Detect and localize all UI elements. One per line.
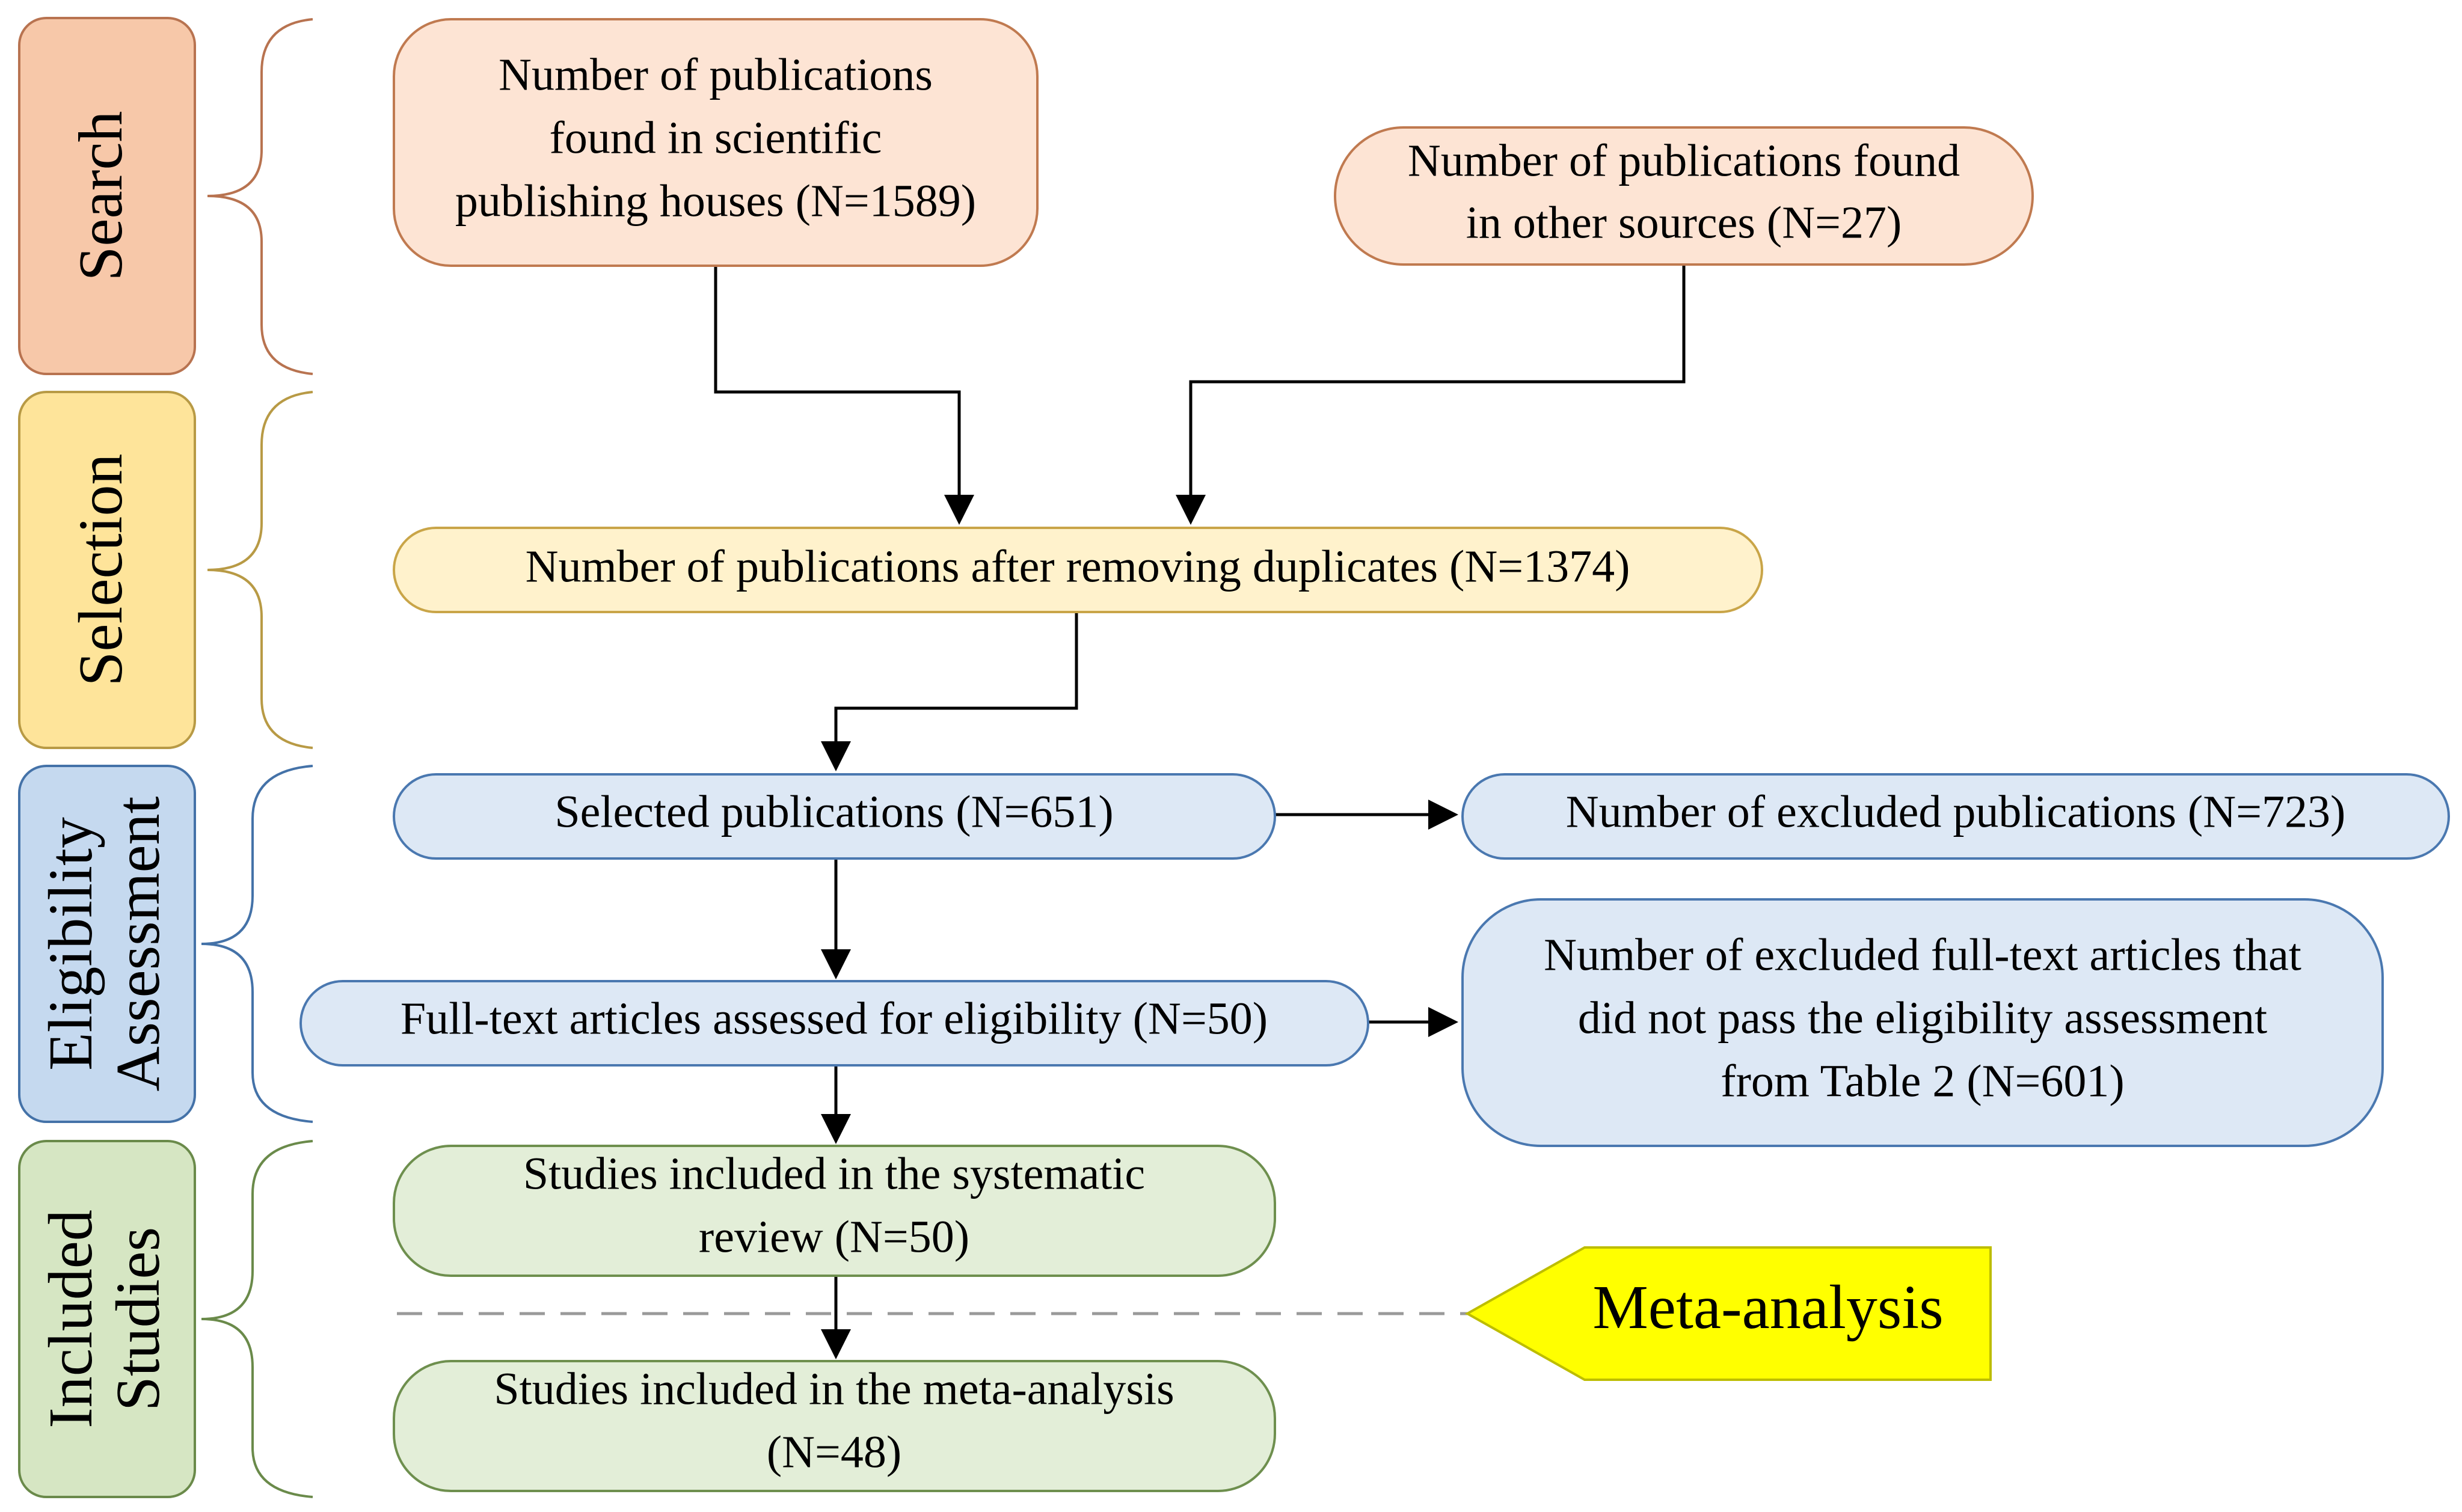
box-after-duplicates-line1: Number of publications after removing du… xyxy=(526,541,1630,592)
box-systematic-review-line1: Studies included in the systematic xyxy=(523,1148,1145,1199)
box-selected: Selected publications (N=651) xyxy=(393,773,1276,860)
brace-selection xyxy=(207,391,313,749)
phase-search-label: Search xyxy=(66,111,135,281)
brace-search xyxy=(207,18,313,375)
box-excluded-full-text-line1: Number of excluded full-text articles th… xyxy=(1544,929,2301,980)
phase-eligibility-label-line1: Eligibility xyxy=(36,817,105,1071)
box-publishing-houses-line2: found in scientific xyxy=(550,112,882,163)
box-selected-line1: Selected publications (N=651) xyxy=(554,786,1113,837)
box-systematic-review: Studies included in the systematic revie… xyxy=(393,1145,1276,1277)
connector-other-to-dedup xyxy=(1176,265,1686,525)
box-excluded-full-text-line2: did not pass the eligibility assessment xyxy=(1578,993,2267,1043)
box-excluded-full-text-line3: from Table 2 (N=601) xyxy=(1721,1056,2124,1106)
connector-publishing-to-dedup xyxy=(714,265,974,525)
box-full-text: Full-text articles assessed for eligibil… xyxy=(299,980,1369,1067)
phase-eligibility: Eligibility Assessment xyxy=(18,765,196,1123)
phase-included: Included Studies xyxy=(18,1140,196,1498)
box-after-duplicates: Number of publications after removing du… xyxy=(393,527,1763,613)
phase-selection-label: Selection xyxy=(66,453,135,686)
brace-included xyxy=(201,1140,313,1498)
phase-eligibility-label-line2: Assessment xyxy=(103,796,173,1091)
brace-eligibility xyxy=(201,765,313,1123)
connector-dedup-to-selected xyxy=(821,612,1078,771)
box-systematic-review-line2: review (N=50) xyxy=(699,1211,969,1262)
phase-selection: Selection xyxy=(18,391,196,749)
phase-included-label-line1: Included xyxy=(36,1210,105,1428)
box-publishing-houses: Number of publications found in scientif… xyxy=(393,18,1039,267)
box-excluded-full-text: Number of excluded full-text articles th… xyxy=(1461,898,2384,1147)
meta-analysis-label: Meta-analysis xyxy=(1592,1273,1943,1342)
box-excluded: Number of excluded publications (N=723) xyxy=(1461,773,2450,860)
box-excluded-line1: Number of excluded publications (N=723) xyxy=(1566,786,2346,837)
meta-analysis-callout: Meta-analysis xyxy=(1464,1246,1992,1381)
phase-search: Search xyxy=(18,17,196,375)
box-other-sources-line2: in other sources (N=27) xyxy=(1466,197,1902,248)
box-publishing-houses-line3: publishing houses (N=1589) xyxy=(455,176,976,226)
box-other-sources: Number of publications found in other so… xyxy=(1334,126,2034,266)
box-full-text-line1: Full-text articles assessed for eligibil… xyxy=(401,993,1268,1044)
box-other-sources-line1: Number of publications found xyxy=(1408,135,1960,186)
phase-included-label-line2: Studies xyxy=(103,1227,173,1411)
box-meta-analysis-studies: Studies included in the meta-analysis (N… xyxy=(393,1360,1276,1492)
box-meta-analysis-studies-line2: (N=48) xyxy=(767,1427,901,1477)
box-publishing-houses-line1: Number of publications xyxy=(499,49,933,100)
box-meta-analysis-studies-line1: Studies included in the meta-analysis xyxy=(494,1364,1174,1414)
